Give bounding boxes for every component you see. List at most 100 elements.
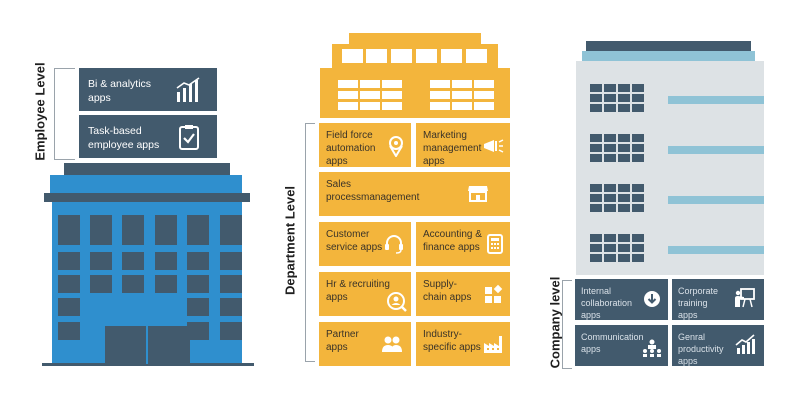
building-window	[338, 80, 358, 88]
building-window	[416, 49, 437, 63]
headset-icon	[385, 235, 403, 254]
department-card-line2: apps	[326, 342, 348, 353]
company-card-line1: Communication	[581, 332, 644, 342]
company-card-line3: apps	[581, 310, 601, 320]
building-window	[58, 252, 80, 270]
door-divider	[146, 326, 148, 364]
company-card-line2: training	[678, 298, 708, 308]
building-window	[604, 94, 616, 102]
department-card-line1: Customer	[326, 229, 370, 240]
building-window	[382, 91, 402, 99]
building-window	[632, 184, 644, 192]
department-card-line3: apps	[326, 156, 348, 167]
bi-analytics-card: Bi & analytics apps	[79, 68, 217, 111]
task-based-line1: Task-based	[88, 125, 142, 137]
company-card-line1: Internal	[581, 286, 612, 296]
building-window	[452, 102, 472, 110]
building-window	[441, 49, 462, 63]
building-window	[632, 204, 644, 212]
building-window	[590, 234, 602, 242]
building-window	[338, 91, 358, 99]
company-card-line2: productivity	[678, 344, 724, 354]
person-search-icon	[387, 292, 407, 312]
building-window	[604, 194, 616, 202]
building-window	[618, 194, 630, 202]
building-window	[187, 322, 209, 340]
building-window	[618, 134, 630, 142]
building-window	[618, 94, 630, 102]
department-card-line2: management	[423, 143, 482, 154]
building-window	[632, 144, 644, 152]
building-window	[618, 104, 630, 112]
building-window	[604, 184, 616, 192]
building-window	[618, 244, 630, 252]
building-window	[187, 252, 209, 270]
department-card-line1: Field force	[326, 130, 373, 141]
building-window	[122, 252, 144, 270]
building-window	[155, 275, 177, 293]
building-window	[187, 298, 209, 316]
building-window	[90, 275, 112, 293]
building-window	[382, 80, 402, 88]
building-window	[632, 134, 644, 142]
building-window-band	[668, 146, 764, 154]
building-window	[604, 244, 616, 252]
department-card-line2: processmanagement	[326, 192, 420, 203]
building-window	[632, 84, 644, 92]
blocks-icon	[485, 284, 503, 303]
storefront-icon	[468, 186, 488, 202]
department-card-line1: Partner	[326, 329, 359, 340]
department-card-line2: automation	[326, 143, 376, 154]
building-window	[604, 234, 616, 242]
bar-chart-growth-icon	[176, 77, 200, 102]
building-window	[590, 184, 602, 192]
building-window	[220, 252, 242, 270]
building-window	[618, 234, 630, 242]
building-window	[474, 91, 494, 99]
department-card: Industry-specific apps	[416, 322, 510, 366]
building-window	[632, 244, 644, 252]
building-window	[58, 322, 80, 340]
building-window	[220, 298, 242, 316]
building-window	[632, 94, 644, 102]
building-window	[430, 91, 450, 99]
building-window	[382, 102, 402, 110]
building-window	[590, 244, 602, 252]
building-window	[590, 194, 602, 202]
building-window	[360, 80, 380, 88]
building-window	[604, 134, 616, 142]
building-window	[360, 102, 380, 110]
building-window	[604, 254, 616, 262]
building-window	[474, 80, 494, 88]
department-card-line2: specific apps	[423, 342, 481, 353]
building-window	[58, 275, 80, 293]
building-window	[618, 184, 630, 192]
employee-level-label: Employee Level	[32, 62, 48, 161]
department-card: Partner apps	[319, 322, 411, 366]
department-card: Hr & recruiting apps	[319, 272, 411, 316]
building-window	[618, 254, 630, 262]
building-window	[604, 154, 616, 162]
department-card-line1: Supply-	[423, 279, 457, 290]
bi-analytics-line1: Bi & analytics	[88, 78, 152, 90]
building-window	[58, 298, 80, 316]
company-card-line3: apps	[678, 356, 698, 366]
clipboard-check-icon	[179, 125, 199, 150]
department-card-line2: finance apps	[423, 242, 480, 253]
department-card-line1: Accounting &	[423, 229, 482, 240]
building-window	[590, 94, 602, 102]
employee-bracket	[54, 68, 75, 160]
company-card-line1: Corporate	[678, 286, 719, 296]
megaphone-icon	[484, 139, 504, 153]
building-window	[338, 102, 358, 110]
bi-analytics-line2: apps	[88, 92, 111, 104]
building-window	[360, 91, 380, 99]
